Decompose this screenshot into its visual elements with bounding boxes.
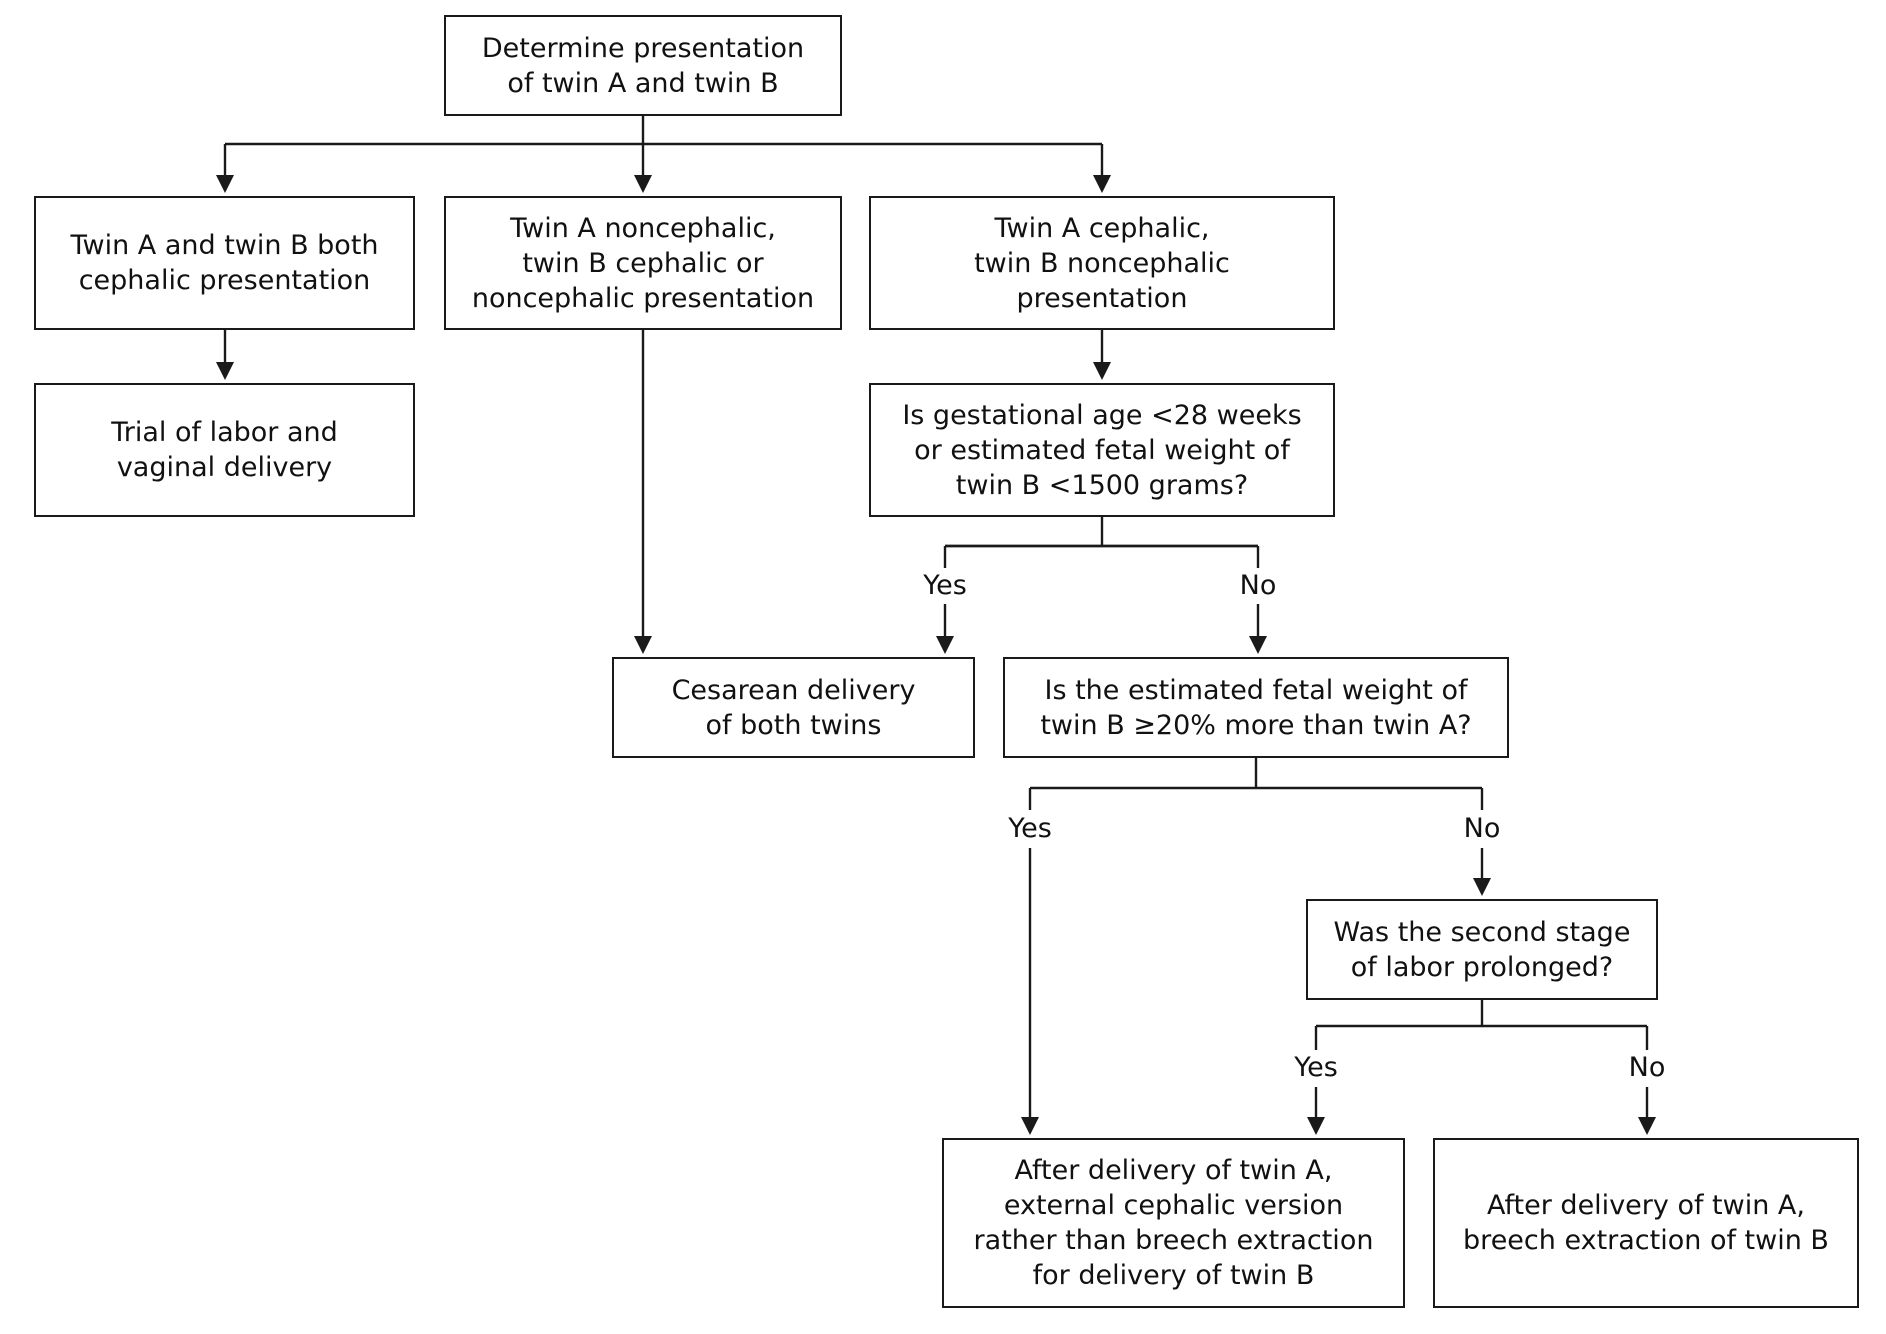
- node-a-cephalic-b-noncephalic-text: Twin A cephalic, twin B noncephalic pres…: [974, 212, 1230, 314]
- node-second-stage-question-text: Was the second stage of labor prolonged?: [1333, 916, 1631, 983]
- node-gestational-age-question-text: Is gestational age <28 weeks or estimate…: [902, 399, 1302, 501]
- node-external-cephalic-version: After delivery of twin A, external cepha…: [942, 1138, 1405, 1308]
- node-breech-extraction-text: After delivery of twin A, breech extract…: [1463, 1190, 1829, 1256]
- node-weight-question: Is the estimated fetal weight of twin B …: [1003, 657, 1509, 758]
- edge-label-weight-no: No: [1461, 813, 1503, 845]
- arrow-to-a-noncephalic-arrowhead: [634, 175, 652, 193]
- arrow-gestational-yes-to-cesarean-arrowhead: [936, 636, 954, 654]
- node-external-cephalic-version-text: After delivery of twin A, external cepha…: [973, 1155, 1374, 1291]
- edge-label-second-stage-yes: Yes: [1292, 1052, 1340, 1084]
- node-a-cephalic-b-noncephalic: Twin A cephalic, twin B noncephalic pres…: [869, 196, 1335, 330]
- node-start-text: Determine presentation of twin A and twi…: [481, 32, 805, 99]
- arrow-gestational-no-to-weight-arrowhead: [1249, 636, 1267, 654]
- arrow-second-stage-no-to-breech-arrowhead: [1638, 1117, 1656, 1135]
- arrow-weight-no-to-second-stage-arrowhead: [1473, 878, 1491, 896]
- node-second-stage-question: Was the second stage of labor prolonged?: [1306, 899, 1658, 1000]
- arrow-to-trial-of-labor-arrowhead: [216, 362, 234, 380]
- arrow-noncephalic-to-cesarean-arrowhead: [634, 636, 652, 654]
- node-cesarean-delivery-text: Cesarean delivery of both twins: [671, 674, 916, 741]
- node-start: Determine presentation of twin A and twi…: [444, 15, 842, 116]
- arrow-to-both-cephalic-arrowhead: [216, 175, 234, 193]
- node-breech-extraction: After delivery of twin A, breech extract…: [1433, 1138, 1859, 1308]
- arrow-to-a-cephalic-arrowhead: [1093, 175, 1111, 193]
- arrow-to-gestational-question-arrowhead: [1093, 362, 1111, 380]
- node-trial-of-labor-text: Trial of labor and vaginal delivery: [111, 417, 338, 483]
- edge-label-second-stage-no: No: [1626, 1052, 1668, 1084]
- node-cesarean-delivery: Cesarean delivery of both twins: [612, 657, 975, 758]
- node-both-cephalic: Twin A and twin B both cephalic presenta…: [34, 196, 415, 330]
- node-a-noncephalic-text: Twin A noncephalic, twin B cephalic or n…: [471, 212, 815, 314]
- node-trial-of-labor: Trial of labor and vaginal delivery: [34, 383, 415, 517]
- node-gestational-age-question: Is gestational age <28 weeks or estimate…: [869, 383, 1335, 517]
- arrow-second-stage-yes-to-ecv-arrowhead: [1307, 1117, 1325, 1135]
- arrow-weight-yes-to-ecv-arrowhead: [1021, 1117, 1039, 1135]
- edge-label-gestational-no: No: [1237, 570, 1279, 602]
- edge-label-weight-yes: Yes: [1006, 813, 1054, 845]
- node-weight-question-text: Is the estimated fetal weight of twin B …: [1040, 674, 1472, 741]
- node-a-noncephalic: Twin A noncephalic, twin B cephalic or n…: [444, 196, 842, 330]
- edge-label-gestational-yes: Yes: [921, 570, 969, 602]
- node-both-cephalic-text: Twin A and twin B both cephalic presenta…: [70, 230, 379, 296]
